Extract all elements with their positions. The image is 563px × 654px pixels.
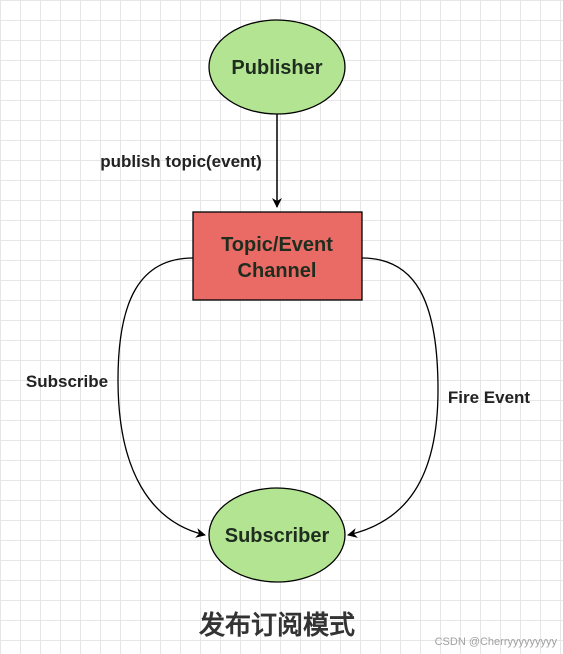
channel-node: Topic/Event Channel — [192, 211, 363, 301]
csdn-watermark: CSDN @Cherryyyyyyyyy — [435, 636, 558, 648]
subscriber-ellipse — [208, 487, 346, 583]
publisher-label: Publisher — [231, 57, 322, 79]
publisher-ellipse — [208, 19, 346, 115]
diagram-caption: 发布订阅模式 — [198, 610, 355, 641]
subscribe-arrow — [117, 257, 206, 538]
channel-rect — [192, 211, 363, 301]
channel-label-line1: Topic/Event — [221, 234, 333, 256]
subscribe-edge-label: Subscribe — [26, 372, 108, 391]
publish-edge-label: publish topic(event) — [100, 152, 262, 171]
publisher-node: Publisher — [208, 19, 346, 115]
channel-label-line2: Channel — [238, 260, 317, 282]
fire-event-edge-label: Fire Event — [448, 388, 531, 407]
fire-event-arrow — [347, 257, 439, 538]
subscriber-label: Subscriber — [225, 525, 330, 547]
subscriber-node: Subscriber — [208, 487, 346, 583]
